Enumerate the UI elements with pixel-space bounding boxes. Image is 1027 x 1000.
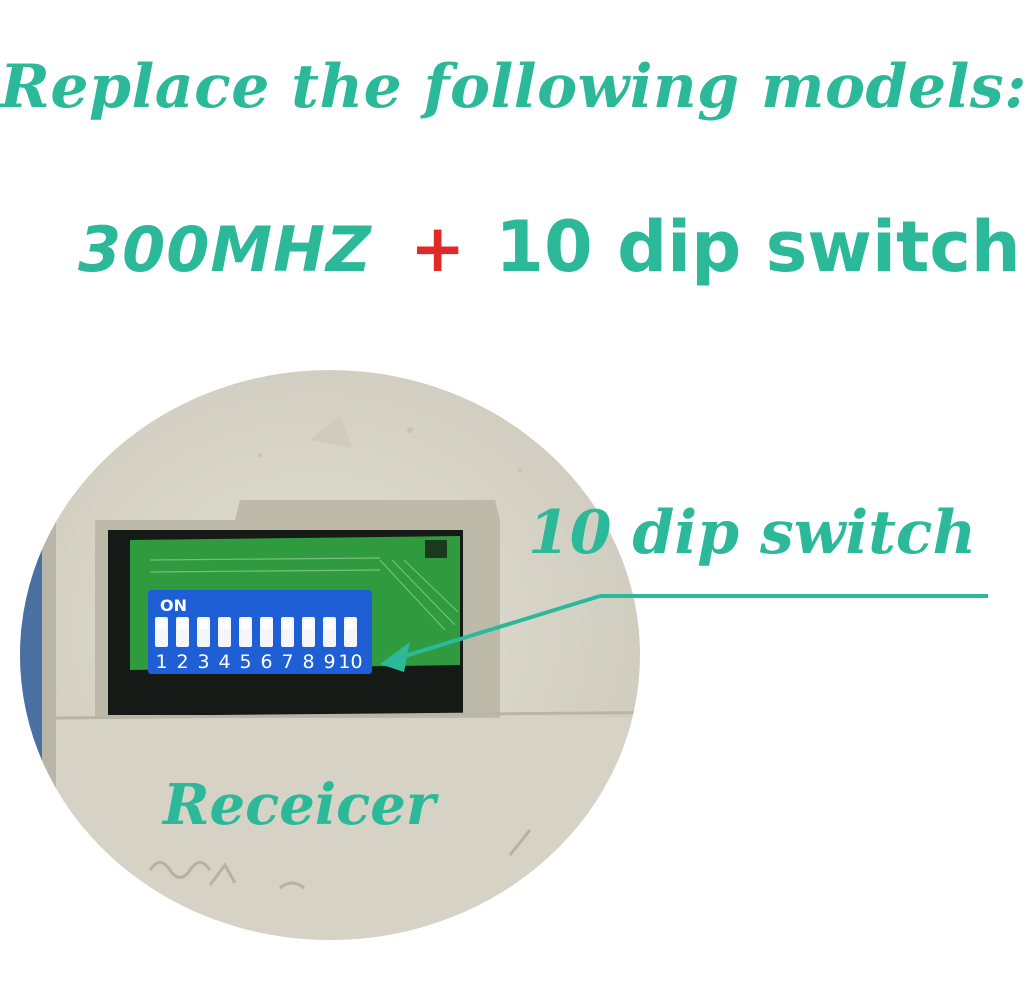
spec-frequency: 300MHZ — [78, 213, 372, 286]
dip-switch-lever — [199, 619, 208, 629]
receiver-label: Receicer — [163, 772, 436, 838]
dip-switch-number: 2 — [176, 651, 188, 673]
dip-switch-lever — [346, 619, 355, 629]
dip-switch-number: 9 — [323, 651, 335, 673]
dip-switch-number: 5 — [239, 651, 251, 673]
dip-switch-lever — [283, 619, 292, 629]
dip-switch-lever — [262, 619, 271, 629]
dip-switch-lever — [325, 619, 334, 629]
dip-switch-lever — [178, 619, 187, 629]
spec-dip-switch: 10 dip switch — [495, 206, 1021, 288]
callout-label: 10 dip switch — [528, 498, 977, 568]
dip-switch-number: 3 — [197, 651, 209, 673]
callout-arrow — [391, 594, 601, 662]
dip-switch-lever — [304, 619, 313, 629]
dip-on-label: ON — [160, 596, 187, 615]
plus-sign: + — [409, 210, 466, 287]
emboss-mark — [310, 415, 352, 448]
headline: Replace the following models: — [0, 52, 1027, 122]
dip-switch-number: 6 — [260, 651, 272, 673]
spec-line: 300MHZ +10 dip switch — [78, 206, 1021, 288]
dip-switch-number: 10 — [338, 651, 362, 673]
dip-switches — [155, 617, 357, 647]
housing-side-edge — [20, 370, 42, 940]
dip-switch-lever — [241, 619, 250, 629]
dip-switch-number: 8 — [302, 651, 314, 673]
dip-switch-lever — [157, 619, 166, 629]
dip-switch-number: 4 — [218, 651, 230, 673]
dip-switch-number: 7 — [281, 651, 293, 673]
dip-switch-number: 1 — [155, 651, 167, 673]
arrow-head-icon — [380, 642, 410, 672]
dip-switch-lever — [220, 619, 229, 629]
